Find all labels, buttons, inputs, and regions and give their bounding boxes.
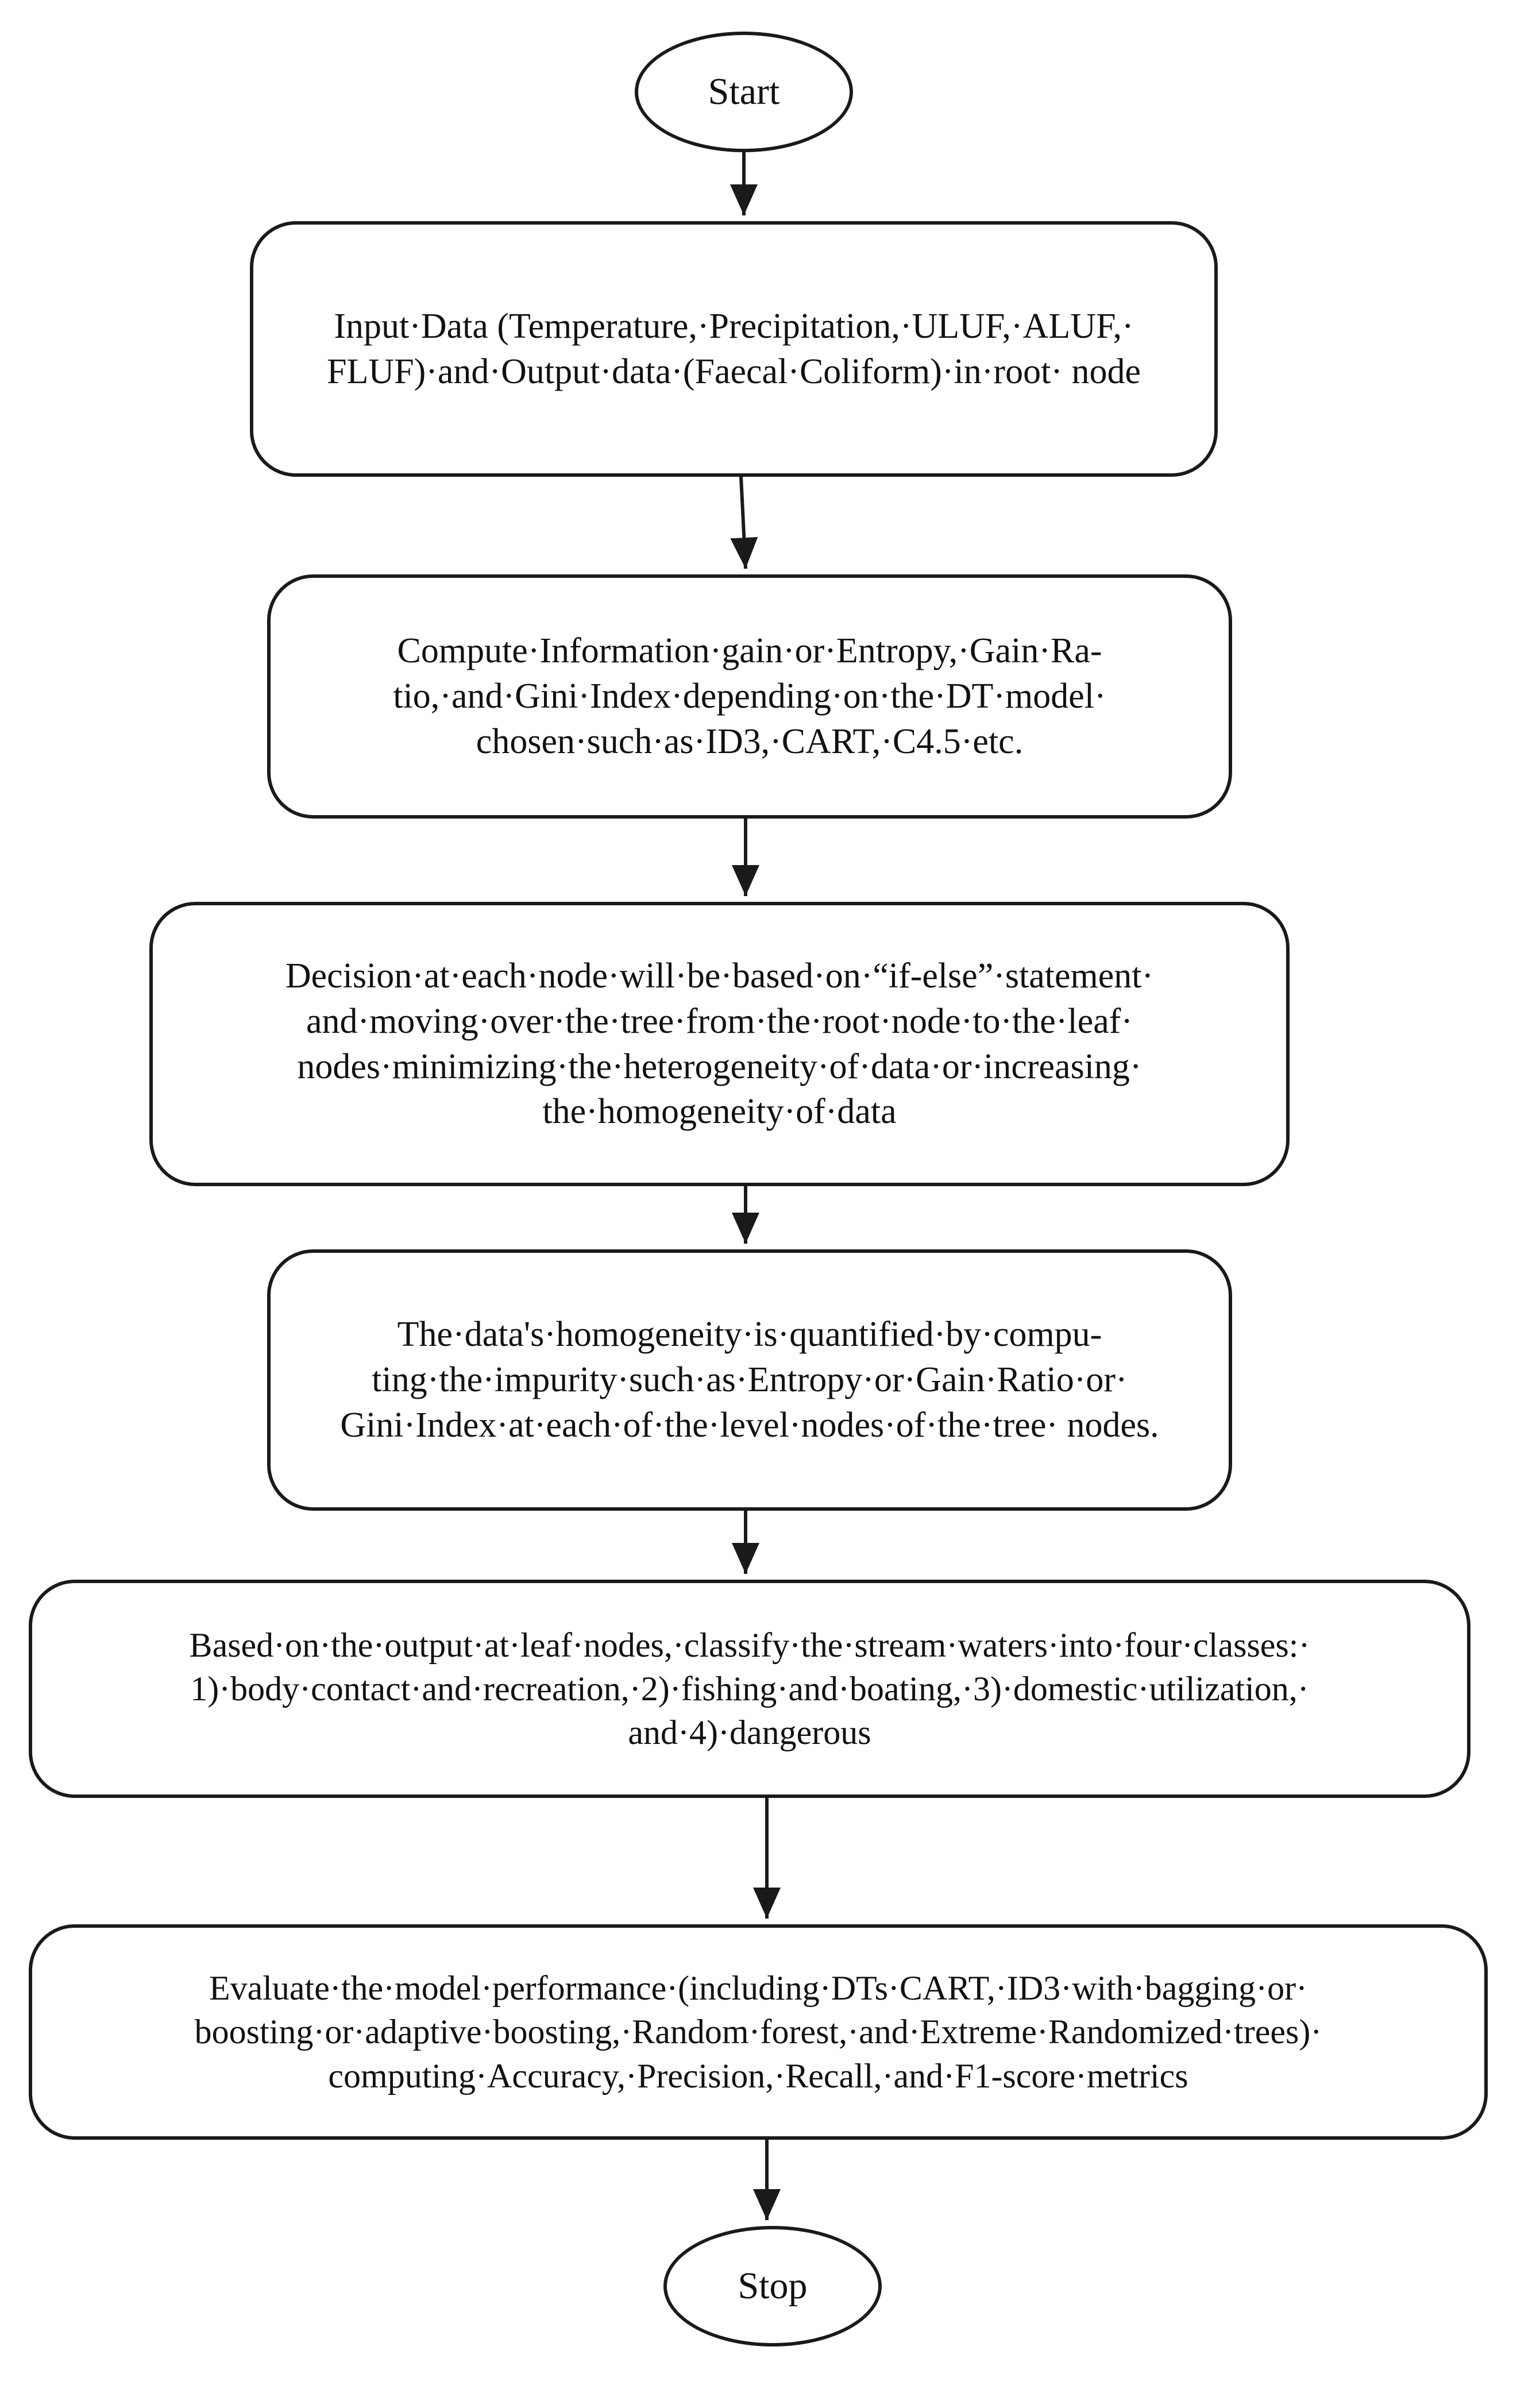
stop-terminal: Stop xyxy=(663,2226,882,2347)
start-label: Start xyxy=(708,71,780,113)
arrow-input-to-compute xyxy=(730,476,758,569)
input-data-text: Input·Data (Temperature,·Precipitation,·… xyxy=(327,306,1141,391)
compute-metrics-text: Compute·Information·gain·or·Entropy,·Gai… xyxy=(393,631,1106,761)
homogeneity-text: The·data's·homogeneity·is·quantified·by·… xyxy=(340,1315,1159,1445)
classify-text: Based·on·the·output·at·leaf·nodes,·class… xyxy=(189,1626,1310,1752)
node-decision-step: Decision·at·each·node·will·be·based·on·“… xyxy=(149,902,1290,1186)
evaluate-step: Evaluate·the·model·performance·(includin… xyxy=(29,1924,1488,2140)
input-data-step: Input·Data (Temperature,·Precipitation,·… xyxy=(250,221,1218,477)
start-terminal: Start xyxy=(635,32,853,152)
evaluate-text: Evaluate·the·model·performance·(includin… xyxy=(194,1969,1322,2095)
classify-step: Based·on·the·output·at·leaf·nodes,·class… xyxy=(29,1580,1470,1798)
homogeneity-step: The·data's·homogeneity·is·quantified·by·… xyxy=(267,1249,1232,1511)
node-decision-text: Decision·at·each·node·will·be·based·on·“… xyxy=(285,956,1154,1132)
compute-metrics-step: Compute·Information·gain·or·Entropy,·Gai… xyxy=(267,574,1232,819)
stop-label: Stop xyxy=(738,2265,808,2307)
